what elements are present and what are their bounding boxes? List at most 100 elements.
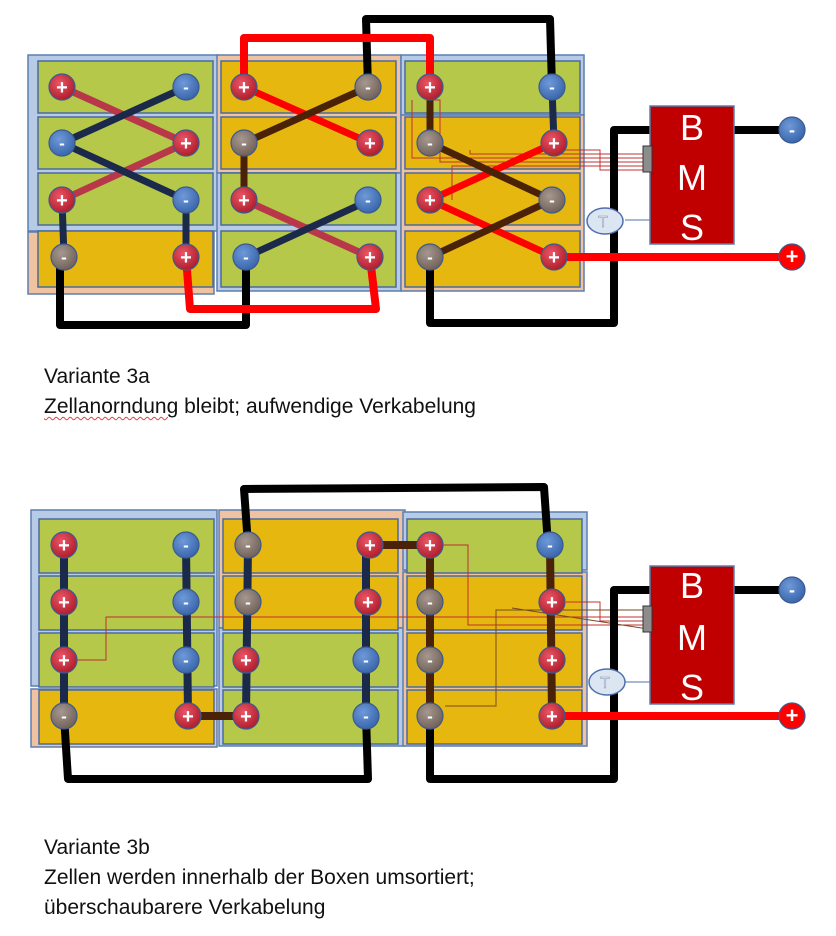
plus-sign: + xyxy=(58,650,70,672)
minus-sign: - xyxy=(789,120,795,140)
minus-sign: - xyxy=(245,536,251,555)
balance-leads xyxy=(76,544,650,707)
minus-sign: - xyxy=(427,651,433,670)
black-wire xyxy=(60,712,372,783)
plus-sign: + xyxy=(56,190,68,212)
plus-sign: + xyxy=(58,535,70,557)
caption-variant-3a: Variante 3a Zellanorndung bleibt; aufwen… xyxy=(44,362,476,422)
terminal-positive xyxy=(356,531,384,559)
balance-lead xyxy=(445,609,648,707)
plus-sign: + xyxy=(424,77,436,99)
terminal-positive xyxy=(172,129,200,157)
balance-lead xyxy=(566,601,648,622)
terminal-negative xyxy=(354,186,382,214)
terminal-positive xyxy=(538,588,566,616)
terminal-negative xyxy=(416,243,444,271)
variant-3b-diagram: + - + - + - - + - + - + + - + - + - - + … xyxy=(30,483,806,783)
bms-connector xyxy=(642,605,653,633)
terminal-negative xyxy=(234,531,262,559)
caption-description-rest: bleibt; aufwendige Verkabelung xyxy=(178,395,476,418)
minus-sign: - xyxy=(427,593,433,612)
balance-lead xyxy=(411,100,648,159)
red-wire xyxy=(182,253,380,313)
minus-sign: - xyxy=(363,707,369,726)
navy-wire xyxy=(242,196,374,261)
terminal-positive xyxy=(172,243,200,271)
plus-sign: + xyxy=(240,650,252,672)
bms-box xyxy=(649,565,735,705)
minus-sign: - xyxy=(243,248,249,267)
bms-box xyxy=(649,105,735,245)
plus-sign: + xyxy=(546,706,558,728)
minus-sign: - xyxy=(183,191,189,210)
plus-sign: + xyxy=(238,190,250,212)
terminal-negative xyxy=(538,186,566,214)
terminal-negative xyxy=(172,531,200,559)
terminal-negative xyxy=(416,702,444,730)
terminal-positive xyxy=(416,531,444,559)
terminal-negative xyxy=(172,646,200,674)
wires xyxy=(60,483,796,783)
bms-positive-terminal xyxy=(778,243,806,271)
bms-letter-s: S xyxy=(680,207,704,248)
terminal-positive xyxy=(230,186,258,214)
plus-sign: + xyxy=(364,535,376,557)
terminal-negative xyxy=(354,73,382,101)
misspelled-word: Zellanorndung xyxy=(44,395,179,418)
navy-wire xyxy=(58,139,190,204)
caption-description-2: überschaubarere Verkabelung xyxy=(44,896,326,919)
plus-sign: + xyxy=(238,77,250,99)
bms-unit: B M S T - + xyxy=(586,105,806,271)
black-wire xyxy=(56,253,250,329)
brown-wire xyxy=(546,541,556,720)
bms-connector xyxy=(642,145,653,173)
caption-description: Zellanorndung bleibt; aufwendige Verkabe… xyxy=(44,392,476,422)
terminal-negative xyxy=(230,129,258,157)
temperature-sensor-label: T xyxy=(598,214,608,231)
balance-lead xyxy=(560,149,648,171)
minus-sign: - xyxy=(365,191,371,210)
temperature-sensor-label: T xyxy=(600,675,610,692)
terminal-negative xyxy=(352,646,380,674)
terminal-positive xyxy=(354,588,382,616)
plus-sign: + xyxy=(364,133,376,155)
plus-sign: + xyxy=(180,133,192,155)
terminal-symbols: + - - + + - - + + - - + + - - + + - - + … xyxy=(56,77,560,269)
terminal-positive xyxy=(540,129,568,157)
terminal-positive xyxy=(540,243,568,271)
bms-letter-b: B xyxy=(680,107,704,148)
terminal-negative xyxy=(536,531,564,559)
plus-sign: + xyxy=(424,190,436,212)
plus-sign: + xyxy=(548,247,560,269)
terminal-positive xyxy=(50,646,78,674)
temperature-sensor xyxy=(586,207,624,235)
minus-sign: - xyxy=(183,536,189,555)
caption-title: Variante 3b xyxy=(44,836,150,859)
terminal-negative xyxy=(50,243,78,271)
terminal-negative xyxy=(416,129,444,157)
minus-sign: - xyxy=(363,651,369,670)
terminal-positive xyxy=(50,531,78,559)
black-wire xyxy=(240,483,552,549)
terminal-positive xyxy=(48,73,76,101)
brown-wire xyxy=(426,196,556,261)
terminal-positive xyxy=(232,702,260,730)
terminal-positive xyxy=(174,702,202,730)
plus-sign: + xyxy=(546,650,558,672)
black-wire xyxy=(362,15,556,91)
temperature-sensor xyxy=(588,668,626,696)
balance-lead xyxy=(430,99,648,163)
minus-sign: - xyxy=(547,536,553,555)
terminal-positive xyxy=(356,129,384,157)
cells xyxy=(37,60,581,288)
minus-sign: - xyxy=(183,651,189,670)
terminal-positive xyxy=(538,702,566,730)
terminal-positive xyxy=(230,73,258,101)
minus-sign: - xyxy=(59,134,65,153)
minus-sign: - xyxy=(427,707,433,726)
terminal-positive xyxy=(416,186,444,214)
minus-sign: - xyxy=(61,707,67,726)
bms-letter-b: B xyxy=(680,565,704,606)
plus-sign: + xyxy=(364,247,376,269)
